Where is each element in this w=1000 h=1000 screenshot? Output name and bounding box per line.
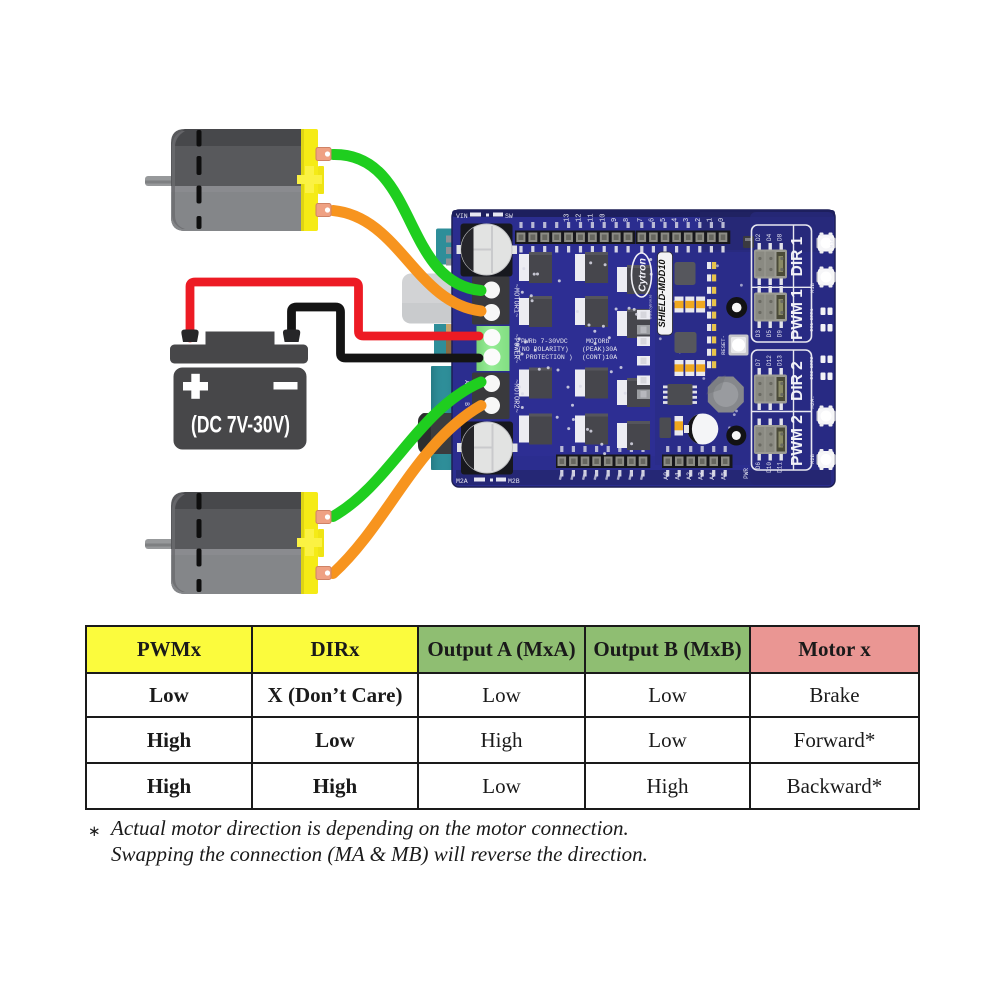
svg-text:9: 9 bbox=[611, 218, 619, 222]
svg-text:DIR 1: DIR 1 bbox=[789, 236, 806, 276]
svg-text:D8: D8 bbox=[777, 233, 784, 241]
svg-text:D6: D6 bbox=[755, 462, 762, 470]
svg-text:M2B: M2B bbox=[508, 478, 520, 485]
svg-text:D12: D12 bbox=[766, 355, 773, 366]
svg-text:(NO POLARITY): (NO POLARITY) bbox=[518, 346, 569, 353]
svg-text:3: 3 bbox=[683, 218, 691, 222]
svg-text:D2: D2 bbox=[755, 233, 762, 241]
svg-text:A1: A1 bbox=[674, 472, 681, 480]
svg-text:PWM 1: PWM 1 bbox=[789, 289, 806, 340]
svg-text:8: 8 bbox=[623, 218, 631, 222]
svg-text:D9: D9 bbox=[777, 330, 784, 338]
svg-text:4: 4 bbox=[672, 218, 680, 222]
svg-text:D4: D4 bbox=[766, 233, 773, 241]
svg-text:A: A bbox=[463, 380, 470, 384]
svg-text:Cytron: Cytron bbox=[637, 258, 649, 292]
svg-text:A3: A3 bbox=[697, 472, 704, 480]
svg-text:-DC2-ERR2-: -DC2-ERR2- bbox=[809, 353, 815, 382]
svg-text:SHIELD-MDD10: SHIELD-MDD10 bbox=[657, 259, 667, 328]
svg-text:B: B bbox=[463, 402, 470, 406]
svg-text:PWR: PWR bbox=[743, 468, 750, 479]
svg-text:PWRb 7-30VDC: PWRb 7-30VDC bbox=[521, 338, 568, 345]
svg-text:(PEAK)30A: (PEAK)30A bbox=[582, 346, 617, 353]
svg-text:M2B: M2B bbox=[809, 453, 816, 464]
svg-text:M2A: M2A bbox=[456, 478, 468, 485]
svg-text:~POWER~: ~POWER~ bbox=[512, 334, 520, 363]
svg-text:~MOTOR2~: ~MOTOR2~ bbox=[512, 379, 520, 413]
svg-text:D11: D11 bbox=[777, 462, 784, 473]
svg-text:0: 0 bbox=[718, 218, 726, 222]
svg-text:DIR 2: DIR 2 bbox=[789, 361, 806, 401]
svg-text:D3: D3 bbox=[755, 330, 762, 338]
svg-text:D7: D7 bbox=[755, 358, 762, 366]
svg-text:7: 7 bbox=[637, 218, 645, 222]
svg-text:VIN: VIN bbox=[456, 213, 468, 220]
svg-text:A0: A0 bbox=[663, 472, 670, 480]
svg-text:6: 6 bbox=[648, 218, 656, 222]
svg-text:2: 2 bbox=[695, 218, 703, 222]
svg-text:~MOTOR1~: ~MOTOR1~ bbox=[512, 284, 520, 318]
svg-text:(DC 7V-30V): (DC 7V-30V) bbox=[191, 412, 290, 439]
svg-text:12: 12 bbox=[576, 214, 584, 222]
svg-text:PWM 2: PWM 2 bbox=[789, 415, 806, 466]
svg-text:( PROTECTION ): ( PROTECTION ) bbox=[518, 354, 573, 361]
svg-text:(CONT)10A: (CONT)10A bbox=[582, 354, 617, 361]
svg-text:www.cytron.io: www.cytron.io bbox=[648, 294, 653, 319]
svg-text:A2: A2 bbox=[686, 472, 693, 480]
svg-text:11: 11 bbox=[587, 214, 595, 222]
svg-text:-DC1-ERR1-: -DC1-ERR1- bbox=[809, 305, 815, 334]
svg-text:M1A: M1A bbox=[829, 237, 836, 248]
svg-text:M1B: M1B bbox=[809, 282, 816, 293]
svg-text:D13: D13 bbox=[777, 355, 784, 366]
svg-text:M2A.: M2A. bbox=[809, 395, 816, 408]
svg-text:A4: A4 bbox=[709, 472, 716, 480]
svg-text:D10: D10 bbox=[766, 462, 773, 473]
svg-text:1: 1 bbox=[706, 218, 714, 222]
svg-text:13: 13 bbox=[564, 214, 572, 222]
svg-text:D5: D5 bbox=[766, 330, 773, 338]
svg-text:SW: SW bbox=[505, 213, 513, 220]
svg-text:RESET-: RESET- bbox=[720, 335, 727, 355]
svg-text:MOTORb: MOTORb bbox=[586, 338, 610, 345]
svg-text:5: 5 bbox=[660, 218, 668, 222]
svg-text:10: 10 bbox=[599, 214, 607, 222]
svg-text:A5: A5 bbox=[720, 472, 727, 480]
